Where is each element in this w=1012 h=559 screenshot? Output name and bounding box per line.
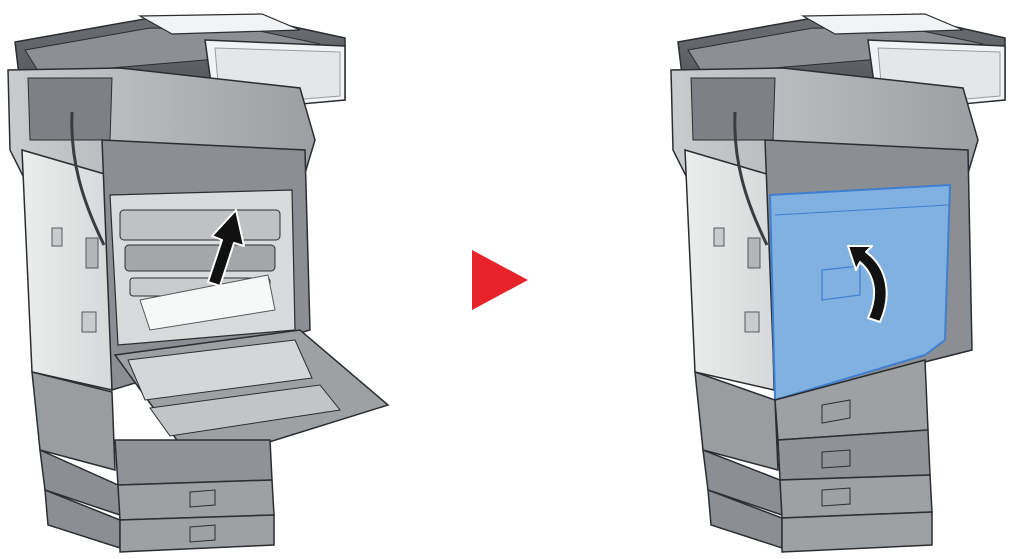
cable [70,111,106,246]
paper-drawers [694,359,933,553]
printer-side-panel [684,148,775,391]
printer-step-1 [7,13,390,553]
printer-step-2 [670,13,1006,553]
jammed-paper [139,274,276,331]
cable [733,111,769,246]
paper-drawers [31,371,275,553]
printer-side-panel [21,148,113,391]
curved-arrow-icon [847,245,888,323]
play-triangle-icon [472,250,528,310]
up-arrow-icon [207,209,245,287]
